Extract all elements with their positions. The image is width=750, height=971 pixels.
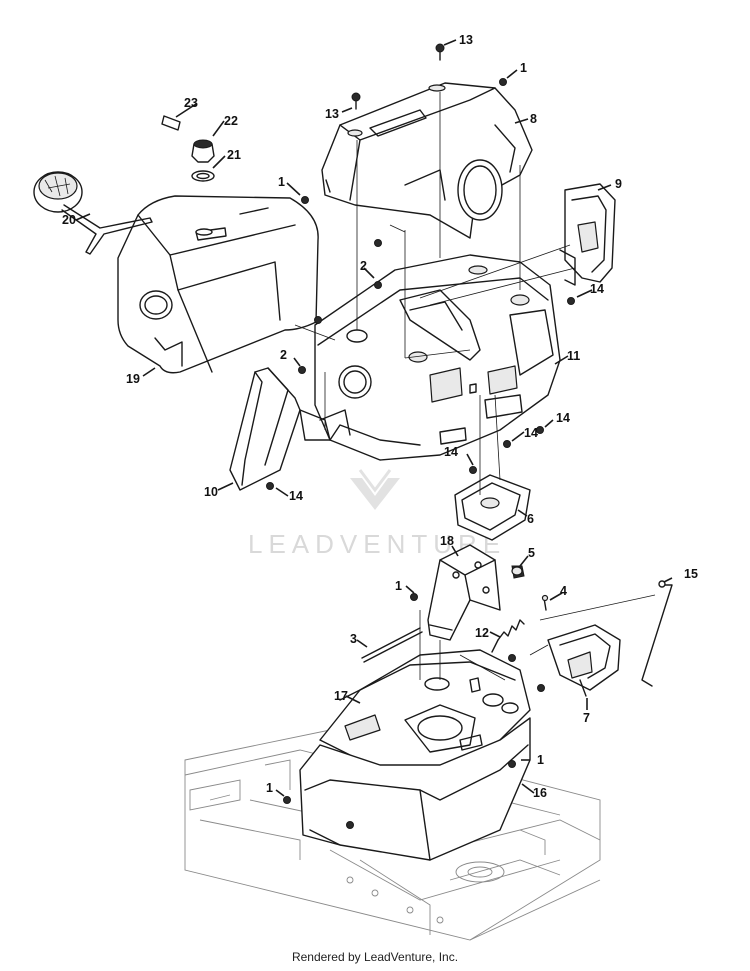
- footer-credit: Rendered by LeadVenture, Inc.: [291, 950, 459, 964]
- fuel-tank: [117, 195, 319, 374]
- support-bracket: [427, 544, 501, 641]
- callout-8: 8: [530, 112, 537, 126]
- callout-13: 13: [325, 107, 339, 121]
- dash-hood: [314, 254, 561, 461]
- callout-1: 1: [266, 781, 273, 795]
- pedal-bracket: [547, 624, 621, 697]
- callout-14: 14: [444, 445, 458, 459]
- small-hardware: [361, 565, 673, 687]
- console-bracket: [454, 474, 531, 541]
- callout-22: 22: [224, 114, 238, 128]
- fuel-cap: [33, 171, 153, 255]
- upper-shroud: [321, 82, 533, 239]
- callout-14: 14: [289, 489, 303, 503]
- callout-6: 6: [527, 512, 534, 526]
- right-side-panel: [559, 183, 616, 286]
- callout-9: 9: [615, 177, 622, 191]
- callout-13: 13: [459, 33, 473, 47]
- callout-1: 1: [395, 579, 402, 593]
- fasteners: [266, 43, 575, 829]
- callout-7: 7: [583, 711, 590, 725]
- callout-21: 21: [227, 148, 241, 162]
- callout-14: 14: [590, 282, 604, 296]
- callout-3: 3: [350, 632, 357, 646]
- callout-19: 19: [126, 372, 140, 386]
- callout-4: 4: [560, 584, 567, 598]
- callout-16: 16: [533, 786, 547, 800]
- rear-body: [299, 717, 531, 861]
- callout-17: 17: [334, 689, 348, 703]
- filler-neck-parts: [161, 115, 215, 182]
- callout-18: 18: [440, 534, 454, 548]
- callout-2: 2: [280, 348, 287, 362]
- left-side-panel: [229, 367, 331, 491]
- tractor-frame: [184, 729, 601, 941]
- callout-23: 23: [184, 96, 198, 110]
- callout-1: 1: [537, 753, 544, 767]
- callout-1: 1: [520, 61, 527, 75]
- callout-11: 11: [567, 349, 580, 363]
- callout-leaders: [75, 39, 673, 797]
- assembly-lines: [294, 92, 656, 681]
- callout-1: 1: [278, 175, 285, 189]
- callouts: 13 1 23 22 13 8 21 1 9 20 2 14 2 11 19 1…: [62, 33, 698, 800]
- callout-12: 12: [475, 626, 489, 640]
- callout-15: 15: [684, 567, 698, 581]
- fender-deck: [319, 649, 531, 771]
- callout-2: 2: [360, 259, 367, 273]
- callout-5: 5: [528, 546, 535, 560]
- callout-14: 14: [524, 426, 538, 440]
- callout-10: 10: [204, 485, 218, 499]
- callout-14: 14: [556, 411, 570, 425]
- callout-20: 20: [62, 213, 76, 227]
